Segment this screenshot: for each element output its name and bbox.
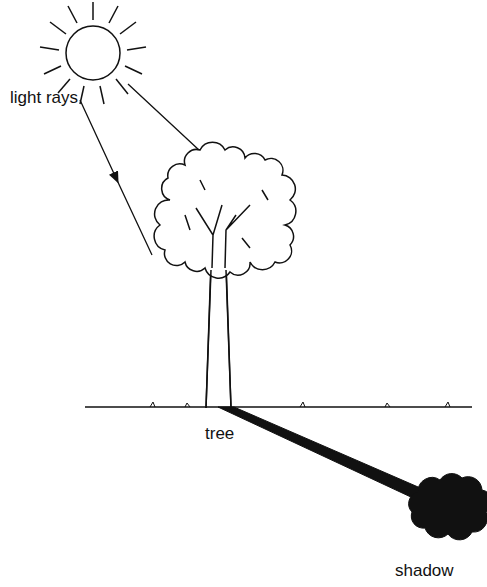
tree-branches (185, 180, 268, 268)
tree-trunk-lower (206, 270, 231, 408)
tree (154, 142, 296, 408)
shadow-shape (218, 407, 487, 540)
tree-label: tree (205, 424, 234, 444)
ground (85, 402, 472, 407)
shadow-label: shadow (395, 561, 454, 581)
ray-label: light rays (10, 88, 78, 108)
tree-trunk (206, 262, 231, 408)
tree-canopy (154, 142, 296, 278)
